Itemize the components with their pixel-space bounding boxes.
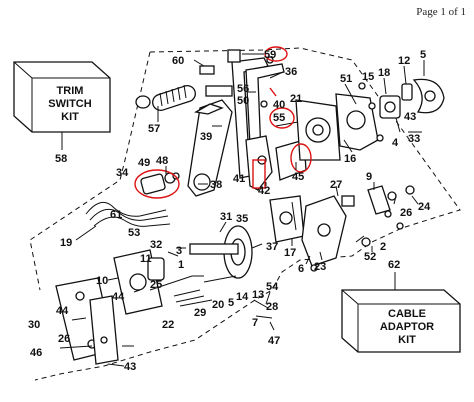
callout-5-top: 5 (420, 49, 426, 61)
cable-adaptor-kit-line2: ADAPTOR (380, 321, 434, 333)
highlight-40-tick (269, 87, 277, 97)
callout-36: 36 (285, 66, 297, 78)
callout-18: 18 (378, 67, 390, 79)
callout-12: 12 (398, 55, 410, 67)
callout-numbers: 60 59 36 57 50 56 40 55 39 51 15 18 12 5… (28, 49, 431, 373)
callout-24: 24 (418, 201, 431, 213)
callout-9: 9 (366, 171, 372, 183)
callout-43-top: 43 (404, 111, 416, 123)
mount-bracket-part (301, 185, 415, 267)
callout-5: 5 (228, 297, 234, 309)
callout-60: 60 (172, 55, 184, 67)
cable-adaptor-kit-number: 62 (388, 259, 400, 271)
highlight-45-circle (290, 143, 312, 173)
highlight-55-circle (269, 107, 295, 129)
callout-51: 51 (340, 73, 352, 85)
callout-38: 38 (210, 179, 222, 191)
callout-17: 17 (284, 247, 296, 259)
trim-switch-kit-line3: KIT (61, 111, 79, 123)
highlight-anchor-circle (134, 169, 180, 199)
callout-14: 14 (236, 291, 249, 303)
callout-54: 54 (266, 281, 279, 293)
wiring-harness-part (85, 201, 171, 227)
callout-31: 31 (220, 211, 232, 223)
callout-32: 32 (150, 239, 162, 251)
callout-33: 33 (408, 133, 420, 145)
gear-hub-part (189, 195, 305, 279)
callout-57: 57 (148, 123, 160, 135)
detent-spring-parts (368, 78, 445, 119)
page-number-label: Page 1 of 1 (416, 6, 466, 18)
callout-50: 50 (237, 95, 249, 107)
callout-59: 59 (264, 49, 276, 61)
callout-28: 28 (266, 301, 278, 313)
callout-48: 48 (156, 155, 168, 167)
callout-35: 35 (236, 213, 248, 225)
control-housing-part (295, 93, 379, 161)
anchor-block-part (140, 172, 180, 195)
callout-44-left: 44 (56, 305, 69, 317)
callout-25-right: 25 (150, 279, 162, 291)
callout-61: 61 (110, 209, 122, 221)
callout-27: 27 (330, 179, 342, 191)
callout-46: 46 (30, 347, 42, 359)
callout-43-bottom: 43 (124, 361, 136, 373)
callout-21: 21 (290, 93, 302, 105)
red-highlight-markers (134, 46, 312, 199)
cable-adaptor-kit-line1: CABLE (388, 308, 426, 320)
hardware-fasteners (173, 56, 404, 319)
callout-40: 40 (273, 99, 285, 111)
callout-13: 13 (252, 289, 264, 301)
callout-39: 39 (200, 131, 212, 143)
callout-53: 53 (128, 227, 140, 239)
assembly-boundary-top (34, 47, 461, 381)
callout-26: 26 (400, 207, 412, 219)
trim-switch-housing-part (113, 249, 204, 315)
callout-6: 6 (298, 263, 304, 275)
trim-switch-kit-box: TRIM SWITCH KIT 58 (13, 61, 111, 165)
base-plate-part (55, 277, 119, 365)
highlight-59-circle (264, 46, 288, 62)
cable-adaptor-kit-box: CABLE ADAPTOR KIT 62 (341, 259, 461, 353)
callout-49: 49 (138, 157, 150, 169)
callout-47: 47 (268, 335, 280, 347)
callout-leader-lines (59, 53, 425, 367)
callout-20: 20 (212, 299, 224, 311)
callout-34: 34 (116, 167, 129, 179)
callout-55: 55 (273, 112, 285, 124)
callout-29: 29 (194, 307, 206, 319)
callout-10: 10 (96, 275, 108, 287)
callout-19: 19 (60, 237, 72, 249)
callout-37: 37 (266, 241, 278, 253)
callout-11: 11 (140, 253, 152, 265)
callout-16: 16 (344, 153, 356, 165)
callout-1: 1 (178, 259, 184, 271)
trim-switch-kit-line2: SWITCH (48, 98, 91, 110)
control-lever-part (187, 99, 233, 197)
callout-7: 7 (252, 317, 258, 329)
callout-42: 42 (258, 185, 270, 197)
assembly-boundary-left (29, 51, 151, 291)
callout-30: 30 (28, 319, 40, 331)
highlight-41-box (252, 159, 266, 189)
cable-adaptor-kit-line3: KIT (398, 334, 416, 346)
callout-15: 15 (362, 71, 374, 83)
shift-linkage-part (245, 135, 273, 191)
trim-switch-kit-line1: TRIM (57, 85, 84, 97)
callout-23: 23 (314, 261, 326, 273)
callout-2: 2 (380, 241, 386, 253)
callout-56: 56 (237, 83, 249, 95)
callout-44: 44 (112, 291, 125, 303)
callout-4: 4 (392, 137, 399, 149)
callout-52: 52 (364, 251, 376, 263)
callout-26-left: 26 (58, 333, 70, 345)
callout-22: 22 (162, 319, 174, 331)
callout-41: 41 (233, 173, 245, 185)
handle-grip-part (135, 84, 196, 111)
trim-switch-kit-number: 58 (55, 153, 67, 165)
callout-3: 3 (176, 245, 182, 257)
callout-45: 45 (292, 171, 304, 183)
